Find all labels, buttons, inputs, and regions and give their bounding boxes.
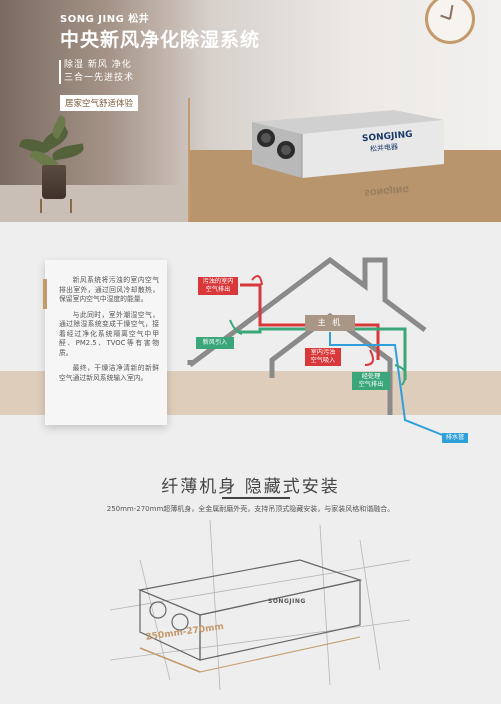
experience-tag: 居家空气舒适体验 (60, 95, 139, 111)
page-title: 中央新风净化除湿系统 (60, 29, 261, 51)
drain-pipe-label: 排水管 (442, 433, 468, 443)
indoor-intake-label-line-2: 空气吸入 (310, 357, 336, 364)
subtitle: 除湿 新风 净化 三合一先进技术 (64, 59, 134, 85)
subtitle-line-1: 除湿 新风 净化 (64, 60, 132, 70)
floor (0, 185, 200, 222)
pot-stand (40, 199, 72, 213)
heading-underline (222, 497, 290, 499)
subtitle-line-2: 三合一先进技术 (64, 73, 135, 83)
exhaust-label-line-1: 污浊的室内 (202, 278, 234, 285)
indoor-intake-label: 室内污浊 空气吸入 (305, 348, 341, 366)
clock-icon (425, 0, 475, 44)
house-airflow-diagram (187, 256, 451, 439)
exhaust-label: 污浊的室内 空气排出 (198, 277, 238, 295)
info-paragraph-2: 与此同时，室外潮湿空气，通过除湿系统变成干燥空气，接着经过净化系统隔离空气中甲醛… (59, 310, 159, 357)
exhaust-label-line-2: 空气排出 (205, 286, 231, 293)
card-accent-bar (43, 279, 47, 309)
hero-banner: SONG JING 松井 中央新风净化除湿系统 除湿 新风 净化 三合一先进技术… (0, 0, 501, 222)
section-heading: 纤薄机身 隐藏式安装 (161, 477, 340, 497)
processed-air-label-line-1: 经处理 (361, 373, 381, 380)
host-unit-label: 主 机 (305, 315, 355, 331)
info-paragraph-1: 新风系统将污浊的室内空气排出室外，通过回风冷却散热，保留室内空气中湿度的能量。 (59, 276, 159, 303)
indoor-intake-label-line-1: 室内污浊 (310, 349, 336, 356)
product-unit-image (252, 110, 444, 178)
info-card-text: 新风系统将污浊的室内空气排出室外，通过回风冷却散热，保留室内空气中湿度的能量。 … (59, 276, 159, 389)
brand-logo: SONG JING 松井 (60, 14, 150, 25)
processed-air-label-line-2: 空气排出 (358, 381, 384, 388)
sketch-brand: SONGJING (268, 598, 306, 605)
info-card: 新风系统将污浊的室内空气排出室外，通过回风冷却散热，保留室内空气中湿度的能量。 … (45, 260, 167, 425)
subtitle-bar (59, 60, 61, 84)
plant-pot (42, 165, 66, 199)
wall-trim (188, 98, 190, 222)
processed-air-label: 经处理 空气排出 (352, 372, 390, 390)
section-description: 250mm-270mm超薄机身，全金属耐磨外壳，支持吊顶式隐藏安装，与家装风格和… (106, 505, 395, 513)
unit-sketch (110, 520, 410, 691)
info-paragraph-3: 最终，干燥洁净清新的新鲜空气通过新风系统输入室内。 (59, 364, 159, 382)
fresh-air-in-label: 新风引入 (196, 337, 234, 349)
